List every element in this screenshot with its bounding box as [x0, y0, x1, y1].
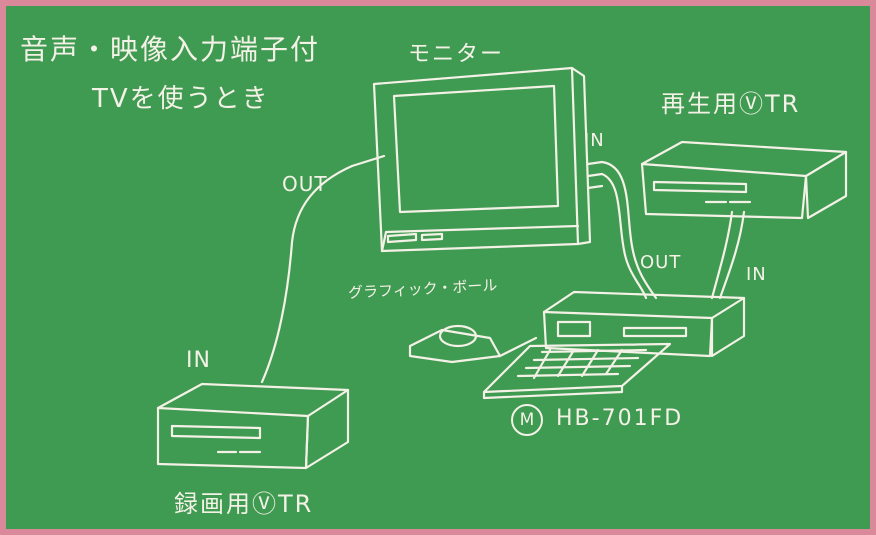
title-line-1: 音声・映像入力端子付: [20, 33, 321, 66]
playback-vtr-label: 再生用ⓋTR: [661, 90, 801, 118]
playback-vtr-drawing: [640, 140, 848, 220]
keyboard-drawing: [482, 342, 672, 400]
recording-vtr-drawing: [156, 382, 350, 470]
recording-vtr-label: 録画用ⓋTR: [174, 490, 314, 518]
computer-drawing: [542, 290, 746, 358]
computer-in-label: IN: [746, 264, 767, 285]
chalkboard-diagram: 音声・映像入力端子付 TVを使うとき モニター 再生用ⓋTR 録画用ⓋTR IN…: [6, 6, 870, 529]
maker-mark-icon: M: [511, 404, 543, 436]
connection-sketch: [156, 66, 848, 470]
monitor-label: モニター: [408, 42, 505, 67]
monitor-drawing: [350, 66, 604, 253]
computer-model-label: HB-701FD: [556, 406, 684, 431]
cables: [260, 160, 746, 384]
monitor-in-label: IN: [584, 130, 605, 151]
graphic-ball-drawing: [408, 324, 538, 364]
recorder-in-label: IN: [186, 348, 211, 373]
monitor-out-label: OUT: [282, 172, 328, 196]
title-line-2: TVを使うとき: [92, 84, 270, 114]
computer-out-label: OUT: [640, 252, 682, 273]
